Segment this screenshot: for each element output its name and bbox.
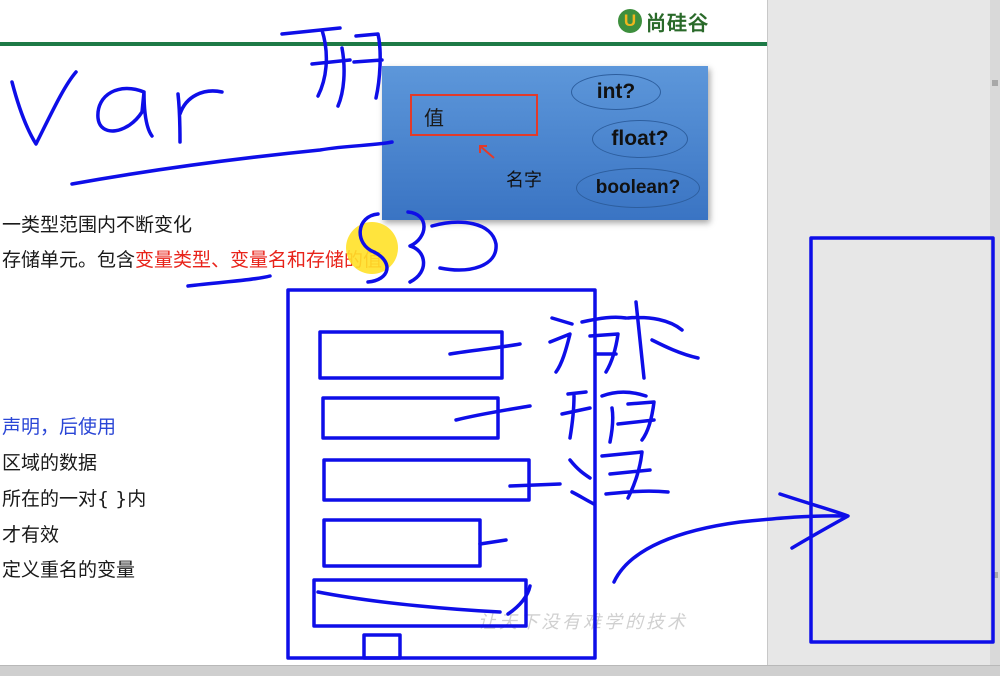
brand-logo: U 尚硅谷	[618, 6, 709, 36]
value-box: 值	[410, 94, 538, 136]
ink-cell-6	[362, 633, 402, 660]
ink-braces	[358, 210, 498, 284]
ink-pointer-4	[478, 538, 508, 546]
ink-text-underline	[186, 274, 272, 288]
ink-cell-2	[321, 396, 500, 440]
ink-handwriting-2	[560, 390, 656, 444]
bottom-status-bar	[0, 665, 1000, 676]
text-line-7: 定义重名的变量	[2, 559, 136, 581]
logo-text: 尚硅谷	[646, 10, 709, 35]
ink-scribble-top	[280, 26, 384, 108]
ink-cell-5	[312, 578, 528, 628]
ink-var-underline	[70, 140, 394, 186]
ink-arrow-curve	[612, 514, 848, 584]
text-line-2: 存储单元。包含变量类型、变量名和存储的值	[2, 245, 382, 272]
ink-cell-3	[322, 458, 531, 502]
pointer-highlight	[346, 222, 398, 274]
text-line-2-prefix: 存储单元。包含	[2, 249, 136, 271]
ink-var-r	[176, 89, 224, 144]
ink-handwriting-1	[548, 300, 700, 380]
ink-cell-5-line	[316, 590, 502, 614]
ink-pointer-2	[454, 404, 532, 422]
scroll-arrow-up-icon[interactable]	[992, 80, 998, 86]
name-label: 名字	[506, 170, 542, 191]
type-boolean: boolean?	[576, 168, 700, 208]
text-line-2-highlight: 变量类型、变量名和存储的值	[135, 249, 383, 271]
scrollbar[interactable]	[990, 0, 1000, 675]
red-arrow-icon	[479, 145, 495, 159]
ink-arrow-head	[778, 492, 850, 550]
ink-var-a	[96, 86, 154, 138]
watermark: 让天下没有难学的技术	[478, 612, 688, 633]
header-divider	[0, 42, 767, 46]
scroll-arrow-down-icon[interactable]	[992, 572, 998, 578]
ink-cell-1	[318, 330, 504, 380]
text-line-1: 一类型范围内不断变化	[2, 214, 193, 236]
ink-cell-4	[322, 518, 482, 568]
text-line-3: 声明，后使用	[2, 416, 117, 438]
ink-pointer-5	[506, 584, 532, 616]
ink-right-block	[809, 236, 995, 644]
ink-var-v	[10, 70, 78, 146]
type-int: int?	[571, 74, 661, 110]
logo-u-icon: U	[618, 9, 642, 33]
text-line-4: 区域的数据	[2, 452, 98, 474]
variable-diagram: 值 名字 int? float? boolean?	[382, 66, 708, 220]
ink-handwriting-3	[568, 450, 670, 506]
text-line-5: 所在的一对{ }内	[2, 488, 147, 510]
ink-memory-block	[286, 288, 597, 660]
side-panel	[767, 0, 1000, 675]
ink-pointer-1	[448, 342, 522, 356]
type-float: float?	[592, 120, 688, 158]
ink-pointer-3	[508, 482, 562, 488]
text-line-6: 才有效	[2, 524, 60, 546]
